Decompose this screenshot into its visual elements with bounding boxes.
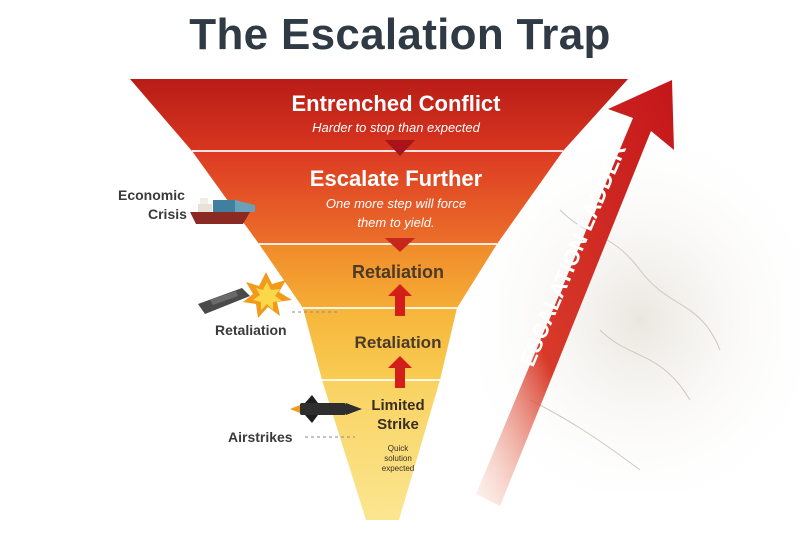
explosion-icon xyxy=(243,272,292,318)
level-5-note-line2: solution xyxy=(384,454,412,463)
level-5-note-line1: Quick xyxy=(388,444,409,453)
level-5-heading-line2: Strike xyxy=(377,416,419,433)
level-4-heading: Retaliation xyxy=(355,333,442,352)
band-dividers xyxy=(192,150,563,381)
page-title: The Escalation Trap xyxy=(189,10,611,59)
level-1-subtitle: Harder to stop than expected xyxy=(312,120,480,135)
sinking-ship-icon xyxy=(198,288,250,314)
up-arrow-1 xyxy=(388,284,412,316)
side-label-airstrikes: Airstrikes xyxy=(228,429,293,445)
escalation-ladder-arrow xyxy=(476,80,674,506)
level-2-heading: Escalate Further xyxy=(310,166,483,191)
side-label-economic-line2: Crisis xyxy=(148,206,187,222)
missile-icon xyxy=(290,395,362,423)
ship-icon xyxy=(190,198,255,224)
level-2-subtitle-line2: them to yield. xyxy=(357,215,434,230)
level-2-band xyxy=(192,151,563,244)
level-4-band xyxy=(303,308,457,380)
map-background xyxy=(480,150,800,490)
level-3-heading: Retaliation xyxy=(352,262,444,282)
level-1-heading: Entrenched Conflict xyxy=(291,91,501,116)
level-5-band xyxy=(322,380,440,520)
level-1-band xyxy=(130,79,628,151)
level-5-heading-line1: Limited xyxy=(371,397,424,414)
map-lines xyxy=(529,209,721,471)
notch-2 xyxy=(385,238,415,252)
notch-1 xyxy=(385,140,415,156)
level-2-subtitle-line1: One more step will force xyxy=(326,196,466,211)
up-arrow-2 xyxy=(388,356,412,388)
side-label-economic-line1: Economic xyxy=(118,187,185,203)
level-5-note-line3: expected xyxy=(382,464,414,473)
side-label-retaliation: Retaliation xyxy=(215,322,287,338)
up-arrows xyxy=(388,284,412,388)
level-3-band xyxy=(259,244,497,308)
